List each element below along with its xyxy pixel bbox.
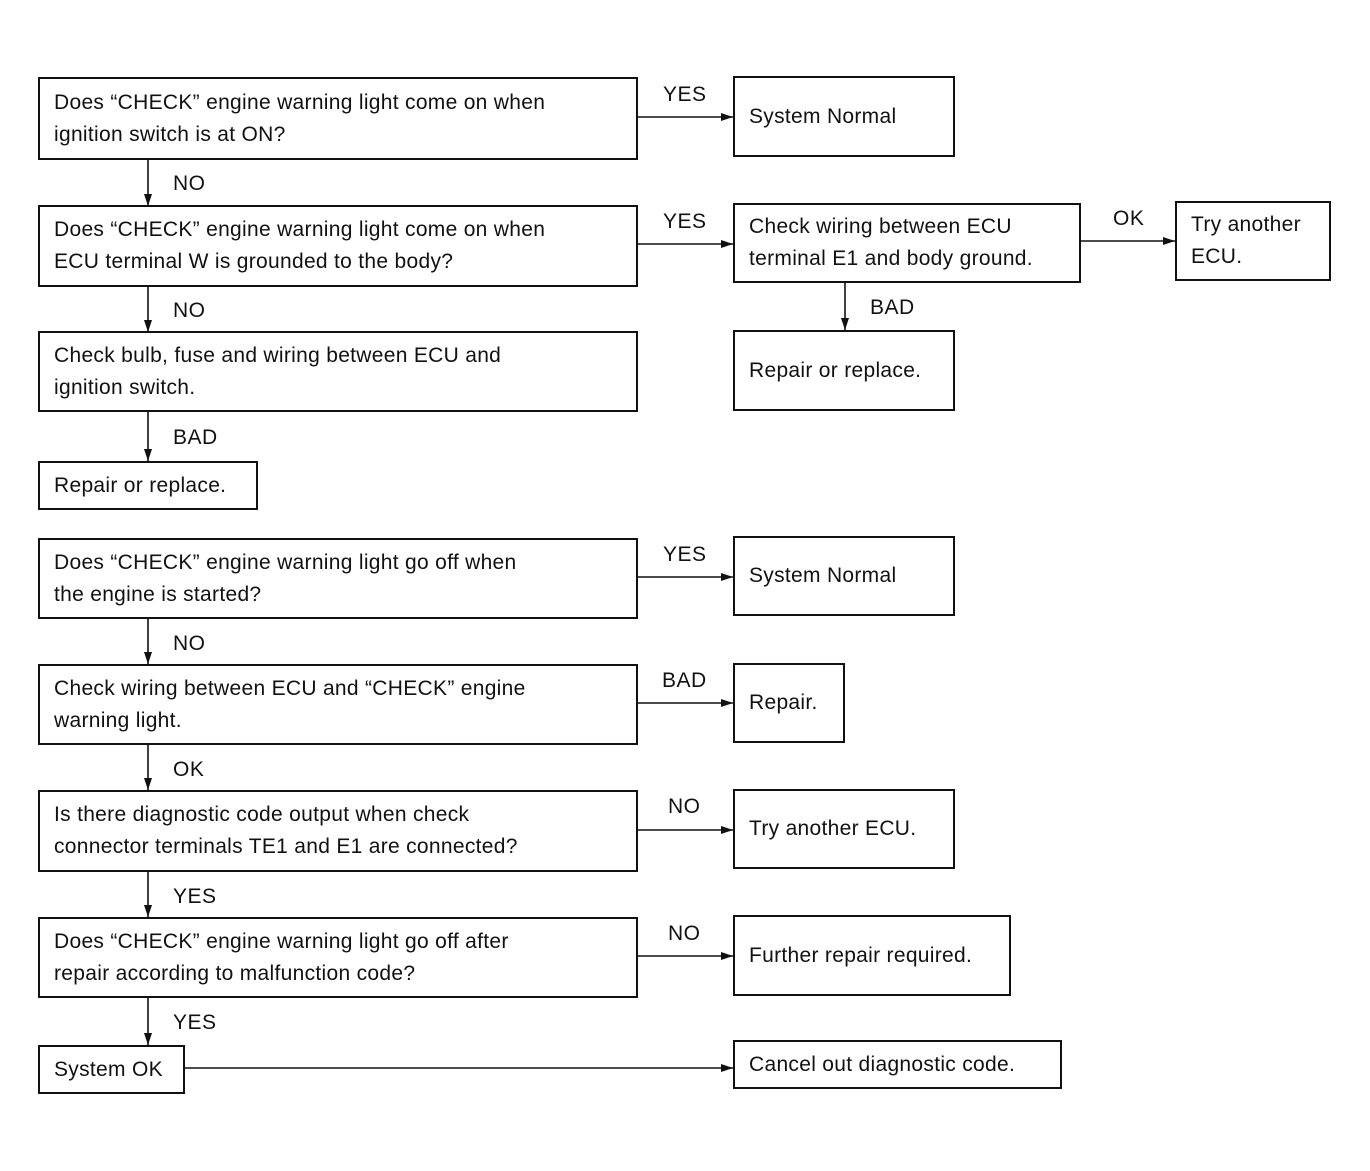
result-repair-text: Repair.: [749, 691, 818, 714]
result-further-repair-text: Further repair required.: [749, 943, 973, 967]
label-q2-no: NO: [173, 299, 206, 322]
result-repair: Repair.: [733, 663, 845, 743]
question-light-off-started-text: Does “CHECK” engine warning light go off…: [54, 550, 517, 606]
label-q1-no: NO: [173, 172, 206, 195]
label-e1-bad: BAD: [870, 296, 915, 319]
result-cancel-code-text: Cancel out diagnostic code.: [749, 1052, 1016, 1076]
result-try-another-ecu-2: Try another ECU.: [733, 789, 955, 869]
label-q5-no: NO: [668, 922, 701, 945]
result-system-normal-1-text: System Normal: [749, 104, 897, 128]
result-system-normal-1: System Normal: [733, 76, 955, 157]
result-repair-replace-right: Repair or replace.: [733, 330, 955, 411]
question-light-terminal-w: Does “CHECK” engine warning light come o…: [38, 205, 638, 287]
label-q3-no: NO: [173, 632, 206, 655]
label-q4-yes: YES: [173, 885, 217, 908]
question-light-off-started: Does “CHECK” engine warning light go off…: [38, 538, 638, 619]
label-bulb-bad: BAD: [173, 426, 218, 449]
question-light-ignition-on-text: Does “CHECK” engine warning light come o…: [54, 90, 546, 146]
step-check-wiring-check-light: Check wiring between ECU and “CHECK” eng…: [38, 664, 638, 745]
result-repair-replace-left: Repair or replace.: [38, 461, 258, 510]
label-e1-ok: OK: [1113, 207, 1145, 230]
step-check-bulb-fuse-text: Check bulb, fuse and wiring between ECU …: [54, 343, 502, 399]
step-check-bulb-fuse: Check bulb, fuse and wiring between ECU …: [38, 331, 638, 412]
label-q5-yes: YES: [173, 1011, 217, 1034]
label-wiring-ok: OK: [173, 758, 205, 781]
question-light-terminal-w-text: Does “CHECK” engine warning light come o…: [54, 218, 546, 273]
result-repair-replace-left-text: Repair or replace.: [54, 473, 227, 497]
label-q2-yes: YES: [663, 210, 707, 233]
result-system-normal-2: System Normal: [733, 536, 955, 616]
result-further-repair: Further repair required.: [733, 915, 1011, 996]
label-q1-yes: YES: [663, 83, 707, 106]
result-cancel-code: Cancel out diagnostic code.: [733, 1040, 1062, 1089]
result-try-another-ecu-2-text: Try another ECU.: [749, 817, 917, 840]
result-repair-replace-right-text: Repair or replace.: [749, 358, 922, 382]
question-light-off-after-repair-text: Does “CHECK” engine warning light go off…: [54, 929, 509, 985]
result-system-ok: System OK: [38, 1045, 185, 1094]
label-q4-no: NO: [668, 795, 701, 818]
question-light-ignition-on: Does “CHECK” engine warning light come o…: [38, 77, 638, 160]
step-check-wiring-e1: Check wiring between ECU terminal E1 and…: [733, 203, 1081, 283]
question-diag-code-output: Is there diagnostic code output when che…: [38, 790, 638, 872]
step-check-wiring-check-light-text: Check wiring between ECU and “CHECK” eng…: [54, 676, 526, 732]
result-system-ok-text: System OK: [54, 1057, 163, 1081]
question-diag-code-output-text: Is there diagnostic code output when che…: [54, 803, 518, 858]
result-system-normal-2-text: System Normal: [749, 564, 897, 587]
step-check-wiring-e1-text: Check wiring between ECU terminal E1 and…: [749, 215, 1033, 270]
result-try-another-ecu-1-text: Try another ECU.: [1191, 213, 1301, 268]
label-q3-yes: YES: [663, 543, 707, 566]
label-wiring-bad: BAD: [662, 669, 707, 692]
question-light-off-after-repair: Does “CHECK” engine warning light go off…: [38, 917, 638, 998]
result-try-another-ecu-1: Try another ECU.: [1175, 201, 1331, 281]
